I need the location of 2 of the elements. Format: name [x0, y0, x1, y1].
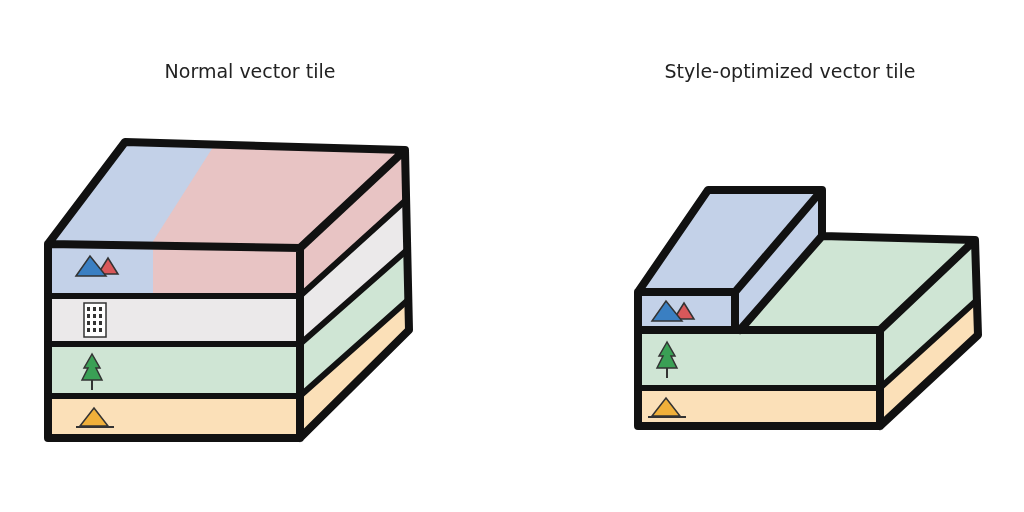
drawing-title: Normal vector tile: [163, 60, 337, 82]
drawing-title: Style-optimized vector tile: [663, 60, 917, 82]
